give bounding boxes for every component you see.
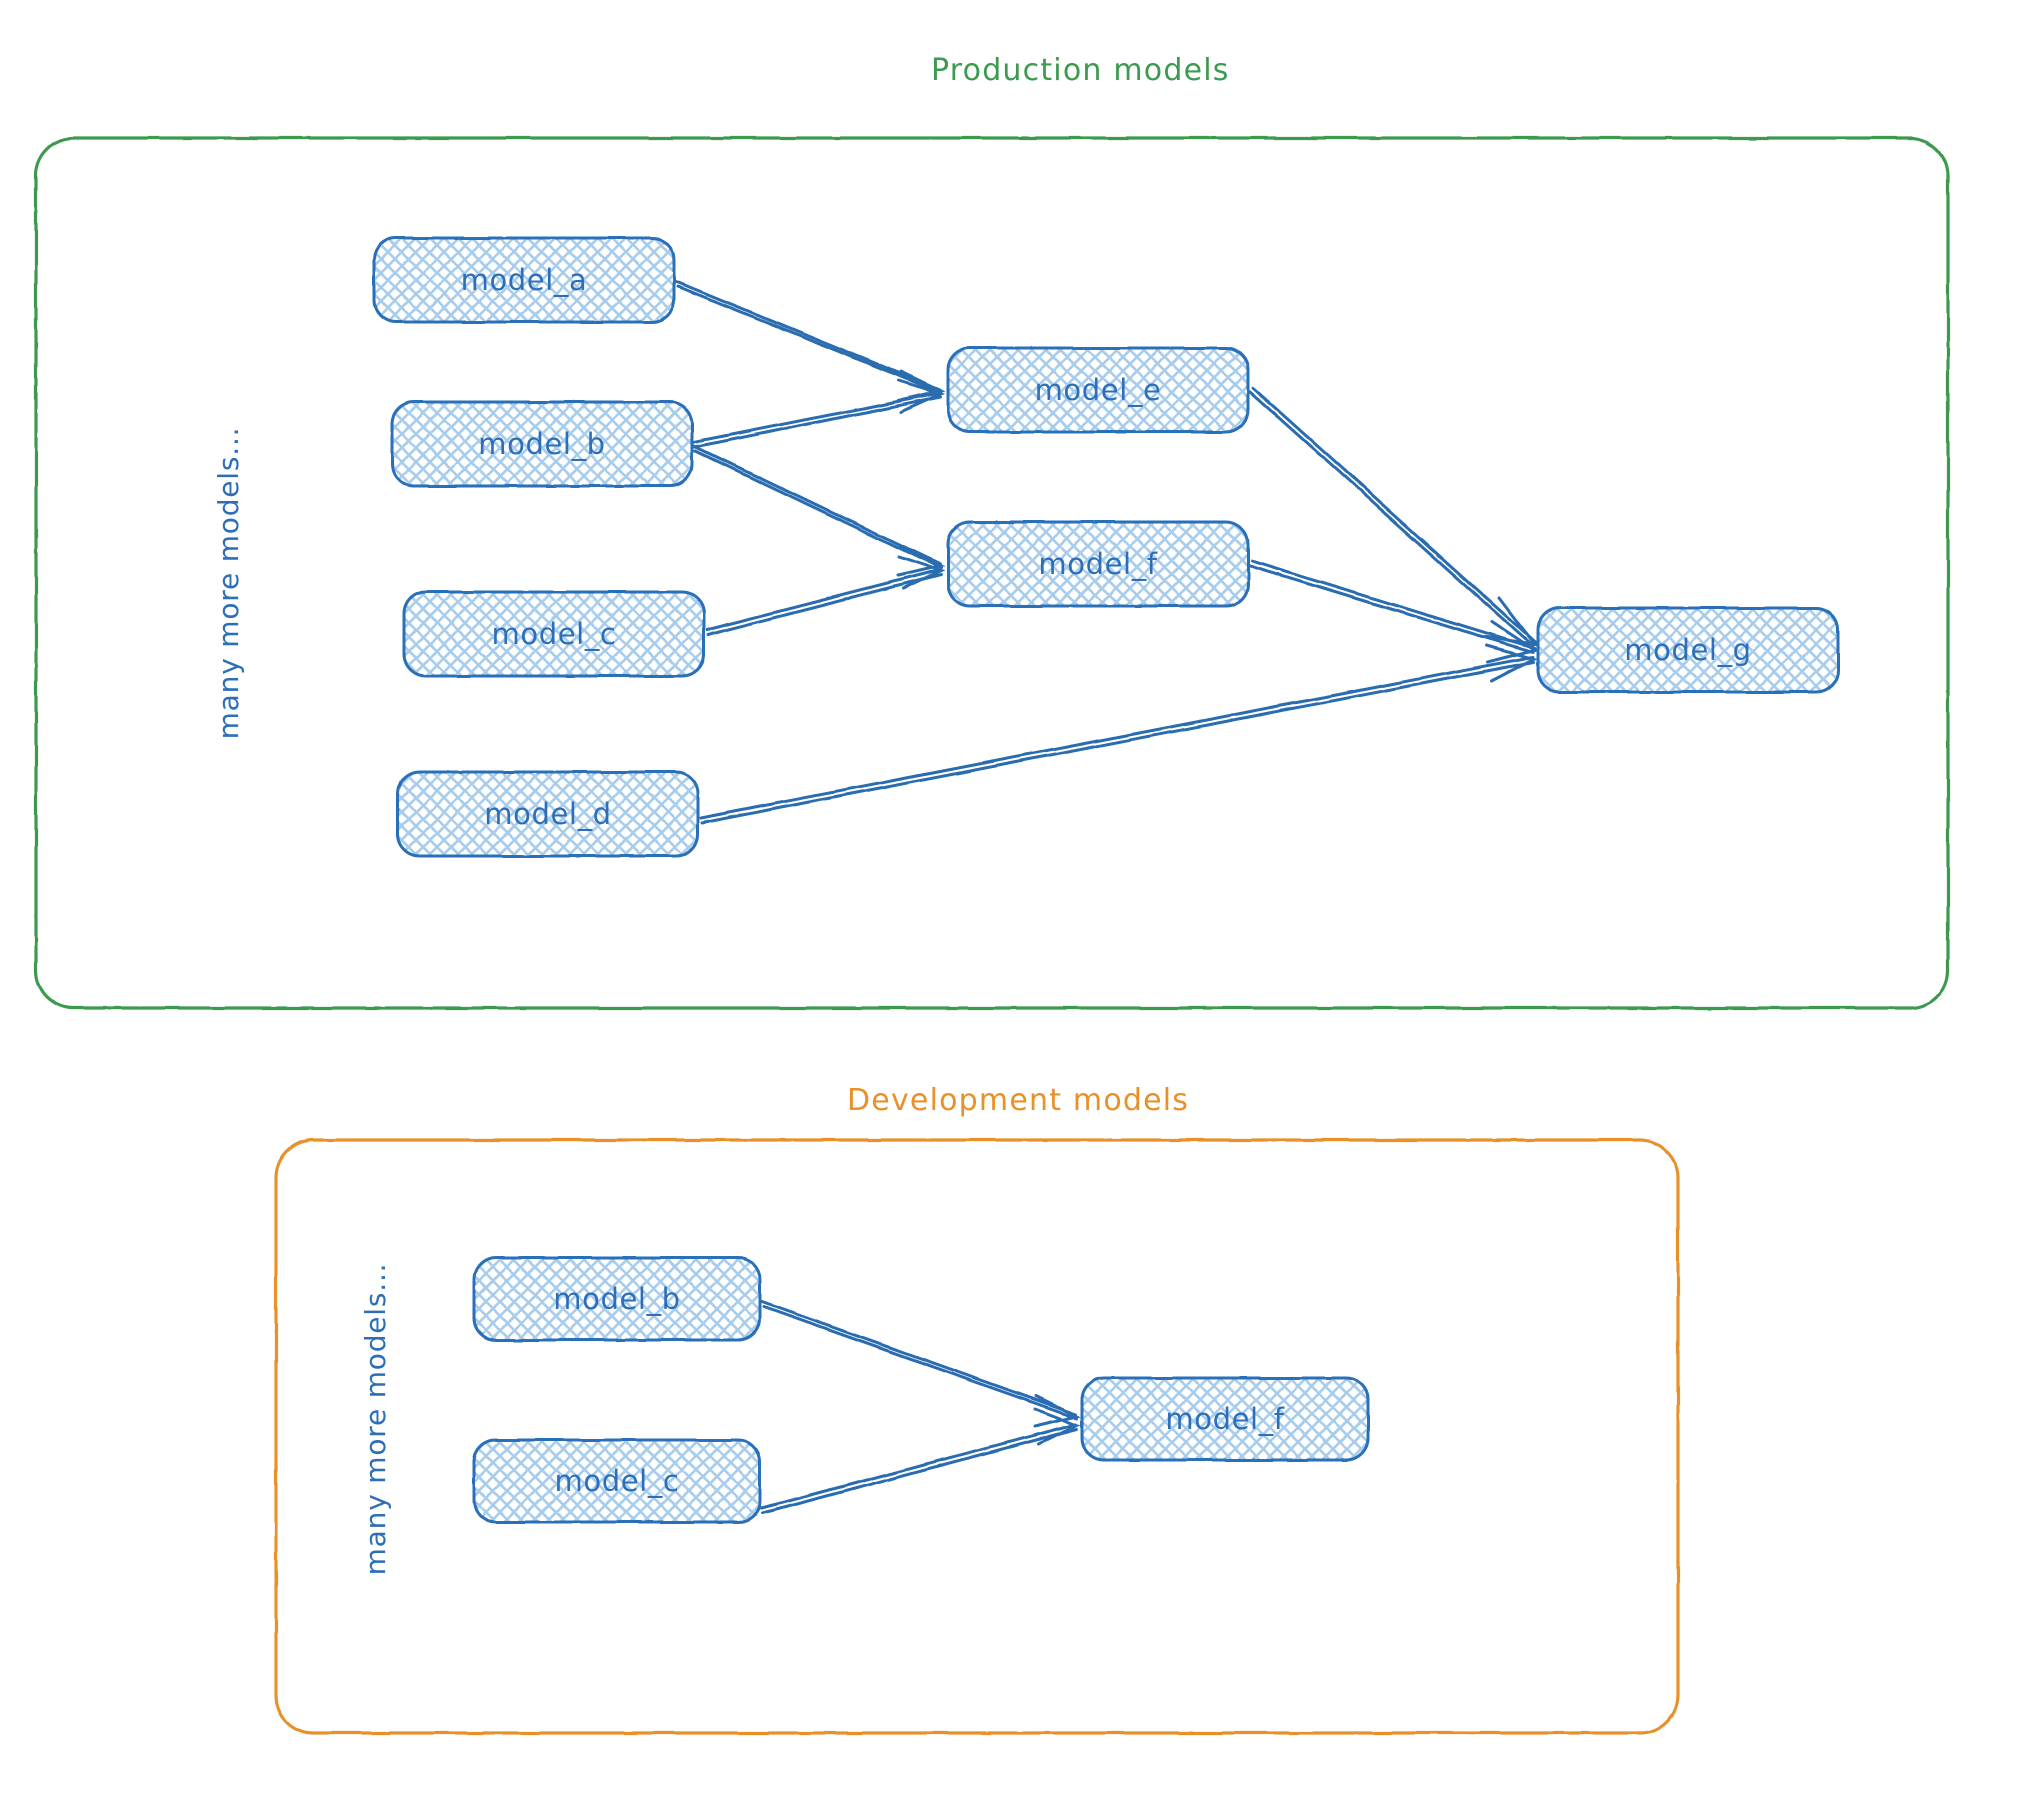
node-label: model_g — [1624, 633, 1751, 667]
node-label: model_b — [478, 427, 605, 461]
node-prod-model-c[interactable]: model_c — [402, 590, 706, 678]
edge-dev-c-f — [760, 1407, 1081, 1515]
development-group-border — [274, 1138, 1680, 1735]
node-prod-model-g[interactable]: model_g — [1536, 606, 1840, 694]
development-group-title: Development models — [847, 1083, 1189, 1118]
node-label: model_c — [492, 617, 617, 651]
node-prod-model-d[interactable]: model_d — [396, 770, 700, 858]
node-prod-model-b[interactable]: model_b — [390, 400, 694, 488]
production-group-border — [34, 136, 1950, 1010]
node-label: model_b — [553, 1282, 680, 1316]
node-dev-model-b[interactable]: model_b — [472, 1256, 762, 1342]
edge-dev-b-f — [760, 1300, 1082, 1428]
node-prod-model-e[interactable]: model_e — [946, 346, 1250, 434]
edge-f-g — [1248, 559, 1538, 664]
production-nodes: model_a model_b model_c model_d model_e — [372, 236, 1840, 858]
node-label: model_a — [461, 263, 588, 297]
edge-b-f — [692, 444, 946, 578]
production-edges — [674, 280, 1538, 825]
edge-d-g — [698, 644, 1538, 825]
node-label: model_d — [484, 797, 611, 831]
production-side-note: many more models... — [212, 427, 245, 740]
node-label: model_f — [1165, 1402, 1284, 1436]
node-label: model_c — [555, 1464, 680, 1498]
node-label: model_e — [1035, 373, 1162, 407]
edge-b-e — [692, 379, 946, 449]
node-prod-model-f[interactable]: model_f — [946, 520, 1250, 608]
node-dev-model-f[interactable]: model_f — [1080, 1376, 1370, 1462]
node-dev-model-c[interactable]: model_c — [472, 1438, 762, 1524]
development-nodes: model_b model_c model_f — [472, 1256, 1370, 1524]
edge-e-g — [1248, 386, 1538, 647]
node-prod-model-a[interactable]: model_a — [372, 236, 676, 324]
node-label: model_f — [1038, 547, 1157, 581]
production-group-title: Production models — [931, 53, 1230, 88]
development-edges — [760, 1300, 1082, 1515]
development-side-note: many more models... — [359, 1263, 392, 1576]
edge-c-f — [704, 555, 946, 637]
